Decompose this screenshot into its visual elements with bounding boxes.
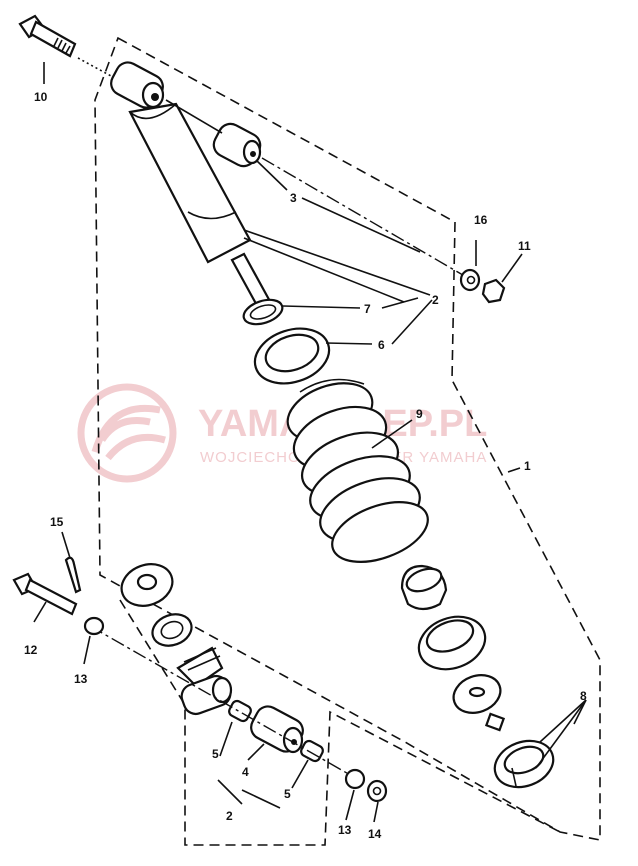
part-12-bolt: [12, 572, 78, 616]
bushing-axis-line: [261, 157, 469, 279]
part-13-washer: [344, 768, 366, 790]
part-9-coil-spring: [286, 378, 429, 563]
part-2-shock-absorber: [77, 57, 274, 313]
shock-assembly-boundary: [94, 36, 601, 841]
part-spring-cup: [417, 615, 487, 671]
part-14-washer-hole: [372, 786, 382, 796]
part-bump-stop: [400, 564, 448, 611]
eye-axis-line: [165, 99, 223, 134]
part-lower-clevis: [176, 646, 233, 716]
callout-15: 15: [50, 515, 64, 529]
part-15-cotter-pin: [64, 556, 82, 594]
part-6-spring-seat: [253, 327, 331, 385]
watermark: YAMASKLEP.PL WOJCIECHOWSKI DEALER YAMAHA: [77, 383, 487, 483]
callout-13-right: 13: [338, 823, 352, 837]
callout-16: 16: [474, 213, 488, 227]
callout-9: 9: [416, 407, 423, 421]
part-4-lower-eye: [250, 705, 304, 754]
part-11-nut: [481, 278, 506, 304]
callout-11: 11: [518, 239, 531, 253]
callout-12: 12: [24, 643, 38, 657]
part-lower-washer: [452, 674, 502, 714]
watermark-logo-ring: [77, 383, 177, 483]
part-10-bolt: [18, 14, 77, 58]
callout-6: 6: [378, 338, 385, 352]
leader-lines: [33, 62, 587, 823]
part-5-collar-right: [300, 739, 324, 763]
callout-8: 8: [580, 689, 587, 703]
lower-bracket-group-outline: [119, 599, 561, 846]
part-lower-rubber: [151, 613, 193, 647]
callout-2-upper: 2: [432, 293, 439, 307]
part-5-collar-left: [228, 699, 252, 723]
part-16-washer: [459, 268, 481, 292]
callout-1: 1: [524, 459, 531, 473]
part-small-clip: [484, 712, 506, 732]
callout-5-left: 5: [212, 747, 219, 761]
callout-10: 10: [34, 90, 48, 104]
part-7-seal-inner: [249, 304, 277, 320]
part-16-washer-hole: [466, 275, 476, 285]
callout-14: 14: [368, 827, 382, 841]
watermark-logo-emblem: [91, 404, 166, 461]
lower-axis-line: [89, 625, 353, 777]
callout-2-lower: 2: [226, 809, 233, 823]
part-13-washer-left: [83, 616, 105, 636]
callout-7: 7: [364, 302, 371, 316]
callout-4: 4: [242, 765, 249, 779]
callout-13-left: 13: [74, 672, 88, 686]
callouts: 10 3 16 11 2 7 6 9 1 15 12 13 8 5 4 5 2 …: [24, 90, 587, 841]
callout-3: 3: [290, 191, 297, 205]
part-8-split-collar: [493, 739, 555, 789]
part-14-washer: [366, 779, 388, 803]
part-lower-bushing-left: [120, 563, 174, 607]
callout-5-right: 5: [284, 787, 291, 801]
part-7-seal: [242, 298, 284, 326]
